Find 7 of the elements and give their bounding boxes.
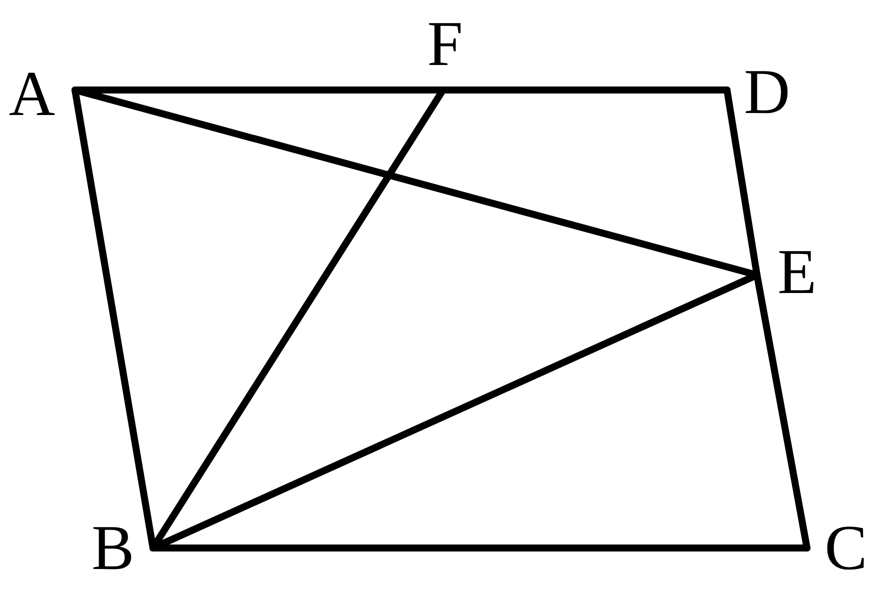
point-label: F xyxy=(427,12,463,76)
point-label: A xyxy=(8,62,56,126)
point-label: E xyxy=(777,240,817,304)
line-segment xyxy=(150,272,760,552)
point-label: B xyxy=(92,516,134,580)
point-label: D xyxy=(744,60,790,124)
point-label: C xyxy=(824,516,868,580)
